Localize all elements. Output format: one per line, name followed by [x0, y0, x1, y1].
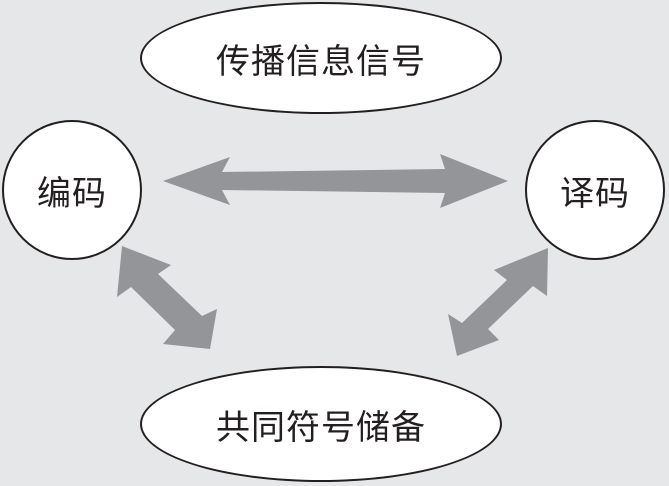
node-encode: 编码: [2, 120, 142, 260]
double-arrow-encode-decode: [163, 154, 508, 208]
double-arrow-encode-symbols: [117, 246, 217, 349]
double-arrow-decode-symbols: [448, 248, 548, 356]
node-decode-label: 译码: [560, 173, 630, 214]
node-transmit-signal-label: 传播信息信号: [216, 41, 426, 82]
node-encode-label: 编码: [37, 173, 107, 214]
node-transmit-signal: 传播信息信号: [140, 2, 502, 114]
node-decode: 译码: [525, 120, 665, 260]
node-shared-symbols: 共同符号储备: [140, 366, 502, 482]
node-shared-symbols-label: 共同符号储备: [216, 407, 426, 448]
